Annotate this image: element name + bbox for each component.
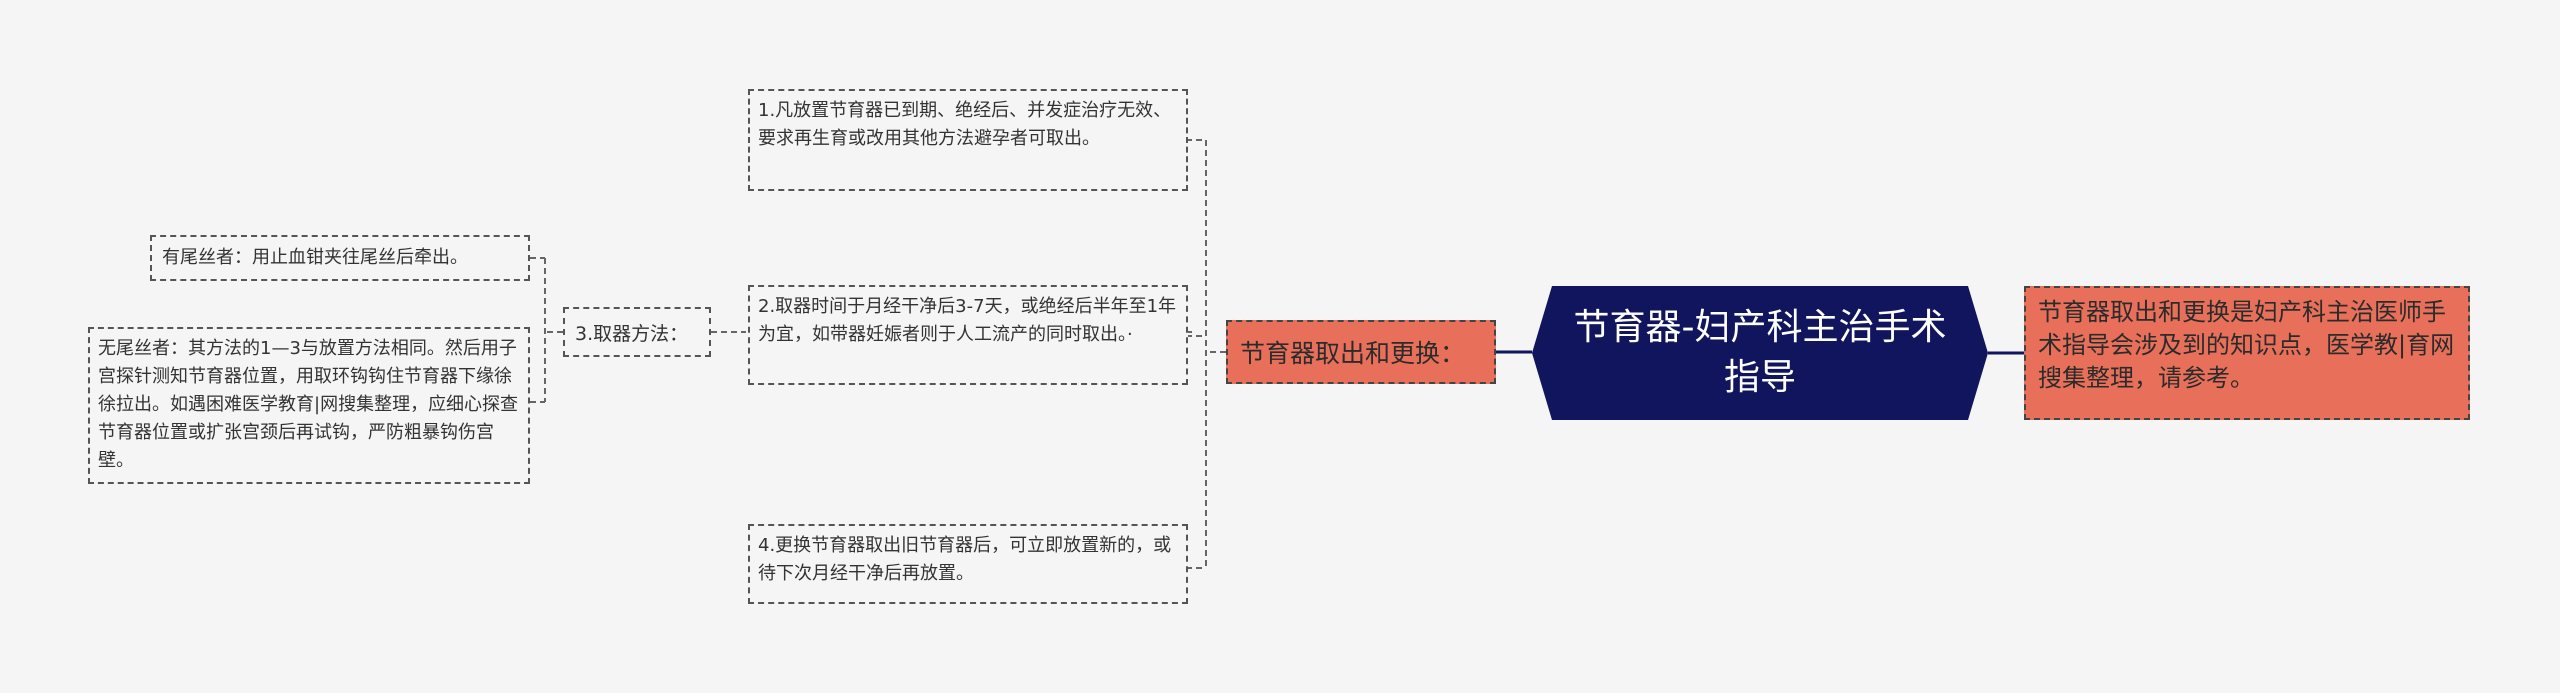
method-child-2[interactable]: 无尾丝者：其方法的1—3与放置方法相同。然后用子宫探针测知节育器位置，用取环钩钩…: [88, 327, 530, 484]
item-node-3[interactable]: 3.取器方法：: [563, 307, 711, 357]
item-label-4: 4.更换节育器取出旧节育器后，可立即放置新的，或待下次月经干净后再放置。: [758, 535, 1172, 584]
summary-node[interactable]: 节育器取出和更换是妇产科主治医师手术指导会涉及到的知识点，医学教|育网搜集整理，…: [2024, 286, 2470, 420]
link-method-children: [530, 257, 563, 403]
method-child-label-2: 无尾丝者：其方法的1—3与放置方法相同。然后用子宫探针测知节育器位置，用取环钩钩…: [98, 338, 519, 471]
method-child-1[interactable]: 有尾丝者：用止血钳夹往尾丝后牵出。: [150, 235, 530, 281]
item-node-2[interactable]: 2.取器时间于月经干净后3-7天，或绝经后半年至1年为宜，如带器妊娠者则于人工流…: [748, 285, 1188, 385]
item-node-4[interactable]: 4.更换节育器取出旧节育器后，可立即放置新的，或待下次月经干净后再放置。: [748, 524, 1188, 604]
root-node[interactable]: 节育器-妇产科主治手术指导: [1532, 286, 1988, 420]
item-label-2: 2.取器时间于月经干净后3-7天，或绝经后半年至1年为宜，如带器妊娠者则于人工流…: [758, 296, 1177, 345]
branch-label: 节育器取出和更换：: [1240, 339, 1466, 368]
summary-label: 节育器取出和更换是妇产科主治医师手术指导会涉及到的知识点，医学教|育网搜集整理，…: [2038, 298, 2455, 392]
item-node-1[interactable]: 1.凡放置节育器已到期、绝经后、并发症治疗无效、要求再生育或改用其他方法避孕者可…: [748, 89, 1188, 191]
branch-node[interactable]: 节育器取出和更换：: [1226, 320, 1496, 384]
method-child-label-1: 有尾丝者：用止血钳夹往尾丝后牵出。: [162, 247, 468, 268]
item-label-1: 1.凡放置节育器已到期、绝经后、并发症治疗无效、要求再生育或改用其他方法避孕者可…: [758, 100, 1172, 149]
link-branch-items: [1186, 139, 1226, 569]
root-label: 节育器-妇产科主治手术指导: [1573, 307, 1947, 398]
item-label-3: 3.取器方法：: [575, 322, 689, 345]
